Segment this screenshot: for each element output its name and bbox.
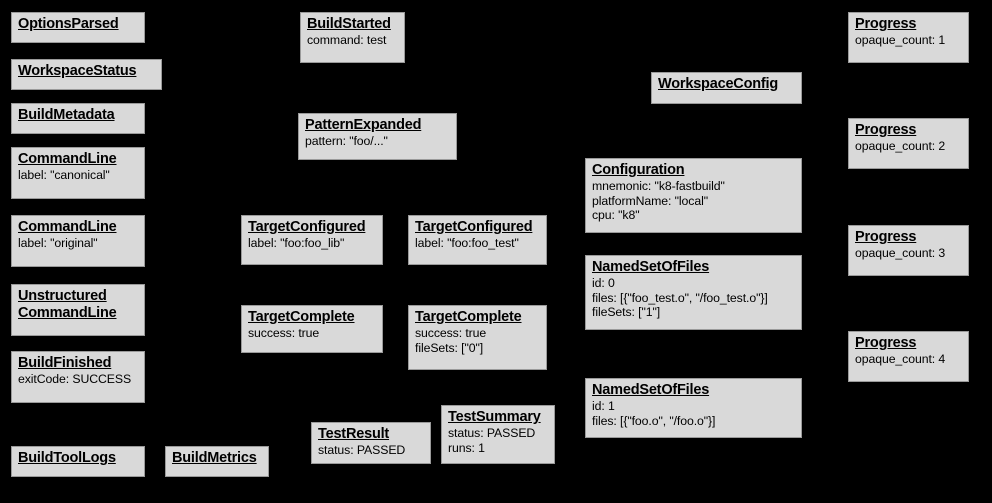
node-title: TestResult bbox=[318, 426, 390, 442]
node-workspace-status[interactable]: WorkspaceStatus bbox=[11, 59, 162, 90]
node-field: success: true bbox=[415, 326, 487, 341]
node-title: Progress bbox=[855, 229, 917, 245]
node-field: fileSets: ["0"] bbox=[415, 340, 484, 355]
node-field: mnemonic: "k8-fastbuild" bbox=[592, 179, 725, 194]
node-field: status: PASSED bbox=[318, 443, 406, 458]
node-field: label: "foo:foo_lib" bbox=[248, 236, 345, 251]
node-title: TargetConfigured bbox=[415, 219, 533, 235]
node-field: exitCode: SUCCESS bbox=[18, 372, 132, 387]
node-field: platformName: "local" bbox=[592, 193, 708, 208]
node-field: files: [{"foo_test.o", "/foo_test.o"}] bbox=[592, 290, 768, 305]
node-title: NamedSetOfFiles bbox=[592, 259, 710, 275]
node-title: CommandLine bbox=[18, 219, 117, 235]
node-build-metrics[interactable]: BuildMetrics bbox=[165, 446, 269, 477]
node-title: BuildMetrics bbox=[172, 450, 257, 466]
node-field: opaque_count: 4 bbox=[855, 352, 946, 367]
node-title: Unstructured CommandLine bbox=[18, 288, 117, 322]
node-unstructured-command-line[interactable]: Unstructured CommandLine bbox=[11, 284, 145, 336]
node-field: opaque_count: 3 bbox=[855, 246, 946, 261]
node-title: NamedSetOfFiles bbox=[592, 382, 710, 398]
node-title: CommandLine bbox=[18, 151, 117, 167]
node-field: runs: 1 bbox=[448, 440, 485, 455]
node-workspace-config[interactable]: WorkspaceConfig bbox=[651, 72, 802, 104]
node-field: pattern: "foo/..." bbox=[305, 134, 388, 149]
node-title: TargetConfigured bbox=[248, 219, 366, 235]
node-field: label: "foo:foo_test" bbox=[415, 236, 519, 251]
node-field: opaque_count: 2 bbox=[855, 139, 946, 154]
node-field: success: true bbox=[248, 326, 320, 341]
node-build-tool-logs[interactable]: BuildToolLogs bbox=[11, 446, 145, 477]
node-title: BuildFinished bbox=[18, 355, 112, 371]
node-build-metadata[interactable]: BuildMetadata bbox=[11, 103, 145, 134]
node-field: id: 1 bbox=[592, 399, 615, 414]
node-field: label: "canonical" bbox=[18, 168, 110, 183]
node-title: TestSummary bbox=[448, 409, 541, 425]
node-title: WorkspaceConfig bbox=[658, 76, 779, 92]
node-title: WorkspaceStatus bbox=[18, 63, 137, 79]
node-field: files: [{"foo.o", "/foo.o"}] bbox=[592, 413, 716, 428]
node-field: fileSets: ["1"] bbox=[592, 305, 661, 320]
node-title: OptionsParsed bbox=[18, 16, 119, 32]
node-field: label: "original" bbox=[18, 236, 98, 251]
node-title: BuildStarted bbox=[307, 16, 391, 32]
node-title: Progress bbox=[855, 335, 917, 351]
node-title: PatternExpanded bbox=[305, 117, 422, 133]
node-title: Progress bbox=[855, 122, 917, 138]
node-title: Progress bbox=[855, 16, 917, 32]
node-options-parsed[interactable]: OptionsParsed bbox=[11, 12, 145, 43]
node-field: cpu: "k8" bbox=[592, 208, 640, 223]
node-title: TargetComplete bbox=[415, 309, 522, 325]
node-field: id: 0 bbox=[592, 276, 615, 291]
node-field: status: PASSED bbox=[448, 426, 536, 441]
node-field: opaque_count: 1 bbox=[855, 33, 946, 48]
node-title: Configuration bbox=[592, 162, 685, 178]
node-field: command: test bbox=[307, 33, 387, 48]
node-title: TargetComplete bbox=[248, 309, 355, 325]
node-title: BuildMetadata bbox=[18, 107, 115, 123]
node-title: BuildToolLogs bbox=[18, 450, 116, 466]
